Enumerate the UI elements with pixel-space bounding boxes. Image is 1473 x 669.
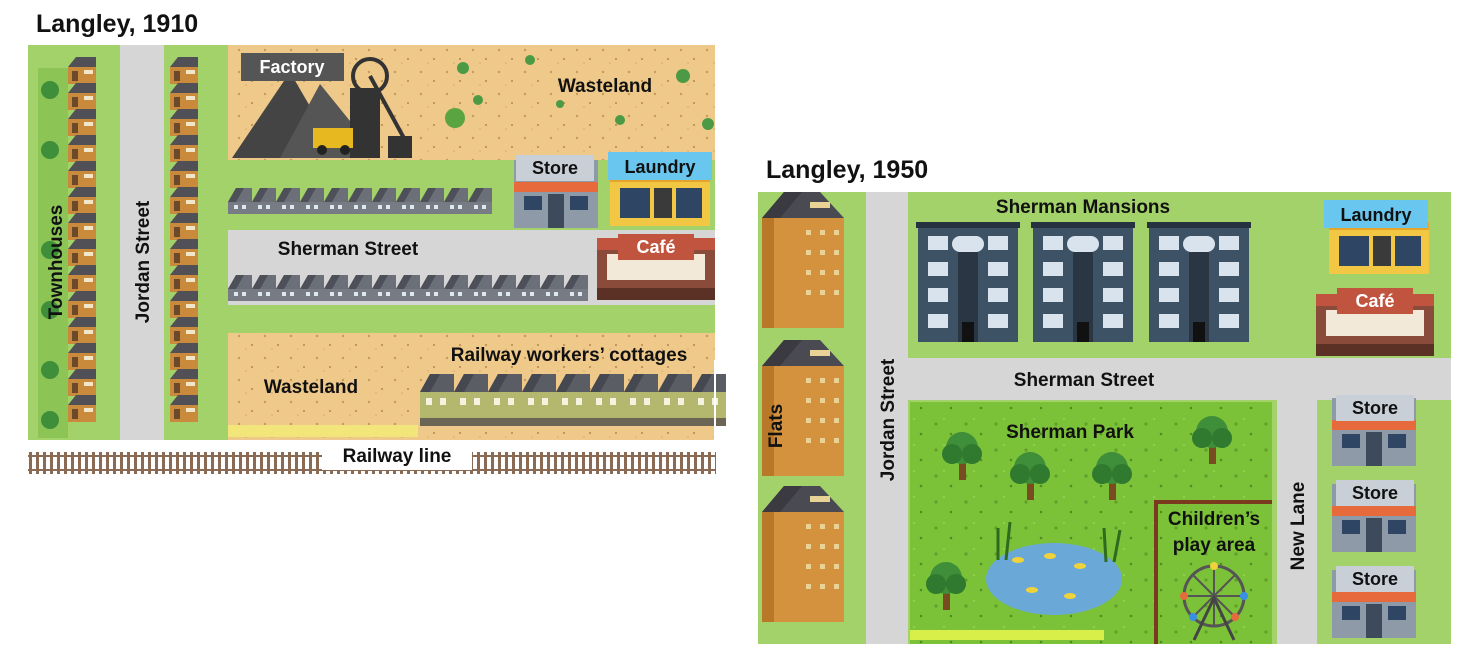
cafe-1910-label: Café [636,237,675,257]
railway-line-label: Railway line [343,446,452,467]
store-1950-1-label: Store [1352,398,1398,418]
wasteland-top-label: Wasteland [558,76,652,97]
railway-cottages-label: Railway workers’ cottages [451,345,688,366]
store-1950-1-label-box [1336,395,1414,421]
play-area-fence [1154,500,1272,644]
new-lane-label: New Lane [1288,482,1309,571]
laundry-1910-label: Laundry [624,157,695,177]
sherman-mansions-buildings [916,222,1251,342]
store-1950-3-label-box [1336,566,1414,592]
laundry-1950-label: Laundry [1340,205,1411,225]
sherman-street-1950-label: Sherman Street [1014,370,1155,391]
flats-label: Flats [766,404,787,448]
houses-row-north-of-sherman [228,188,492,214]
fish-icons [1012,553,1086,599]
cafe-1950-label-box [1337,288,1413,314]
jordan-street-1950-label: Jordan Street [878,358,899,481]
mansion-windows [928,236,1239,328]
factory-label-box [241,53,344,81]
bush-icons [41,81,59,429]
railway-line-label-box [322,440,472,470]
childrens-label-line1: Children’s [1168,509,1260,530]
cafe-1910-label-box [618,234,694,260]
houses-row-south-of-sherman [228,275,588,301]
laundry-1910-label-box [608,152,712,180]
ferris-wheel-icon [1180,562,1248,641]
laundry-1950-icon [1329,222,1429,274]
jordan-street-1910-label: Jordan Street [133,200,154,323]
new-lane-road [1277,400,1317,644]
yellow-strip [228,425,418,437]
store-1950-3-label: Store [1352,569,1398,589]
store-1950-2-label: Store [1352,483,1398,503]
railway-workers-cottages [420,374,726,426]
sherman-park-label: Sherman Park [1006,422,1134,443]
factory-icon [232,57,412,158]
cafe-1950-label: Café [1355,291,1394,311]
map-title-1950: Langley, 1950 [766,156,929,184]
childrens-label-line2: play area [1173,535,1256,556]
jordan-street-road-1910 [120,45,164,440]
jordan-street-road-1950 [866,192,908,644]
sherman-street-road-1950 [908,358,1451,400]
store-1950-2-label-box [1336,480,1414,506]
factory-label: Factory [259,57,324,77]
laundry-1910-icon [610,174,710,226]
store-1910-label-box [516,155,594,181]
sherman-street-1910-label: Sherman Street [278,239,419,260]
reed-icons [996,521,1122,563]
shrub-icons [445,55,714,130]
flats-windows [806,230,839,589]
map-title-1910: Langley, 1910 [36,10,199,38]
store-1910-label: Store [532,158,578,178]
wasteland-bottom-label: Wasteland [264,377,358,398]
sherman-mansions-label: Sherman Mansions [996,197,1170,218]
park-yellow-path [910,630,1104,640]
townhouses-label: Townhouses [46,205,67,320]
laundry-1950-label-box [1324,200,1428,228]
